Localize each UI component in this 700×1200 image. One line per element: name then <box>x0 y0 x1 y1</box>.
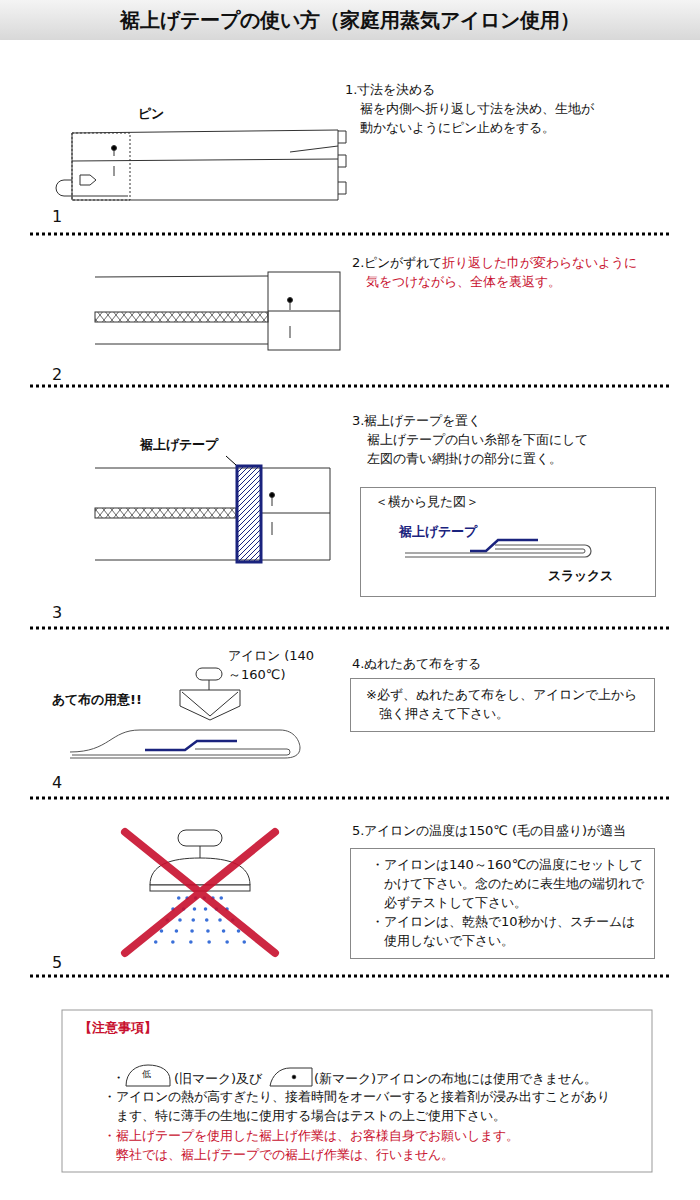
note-text: ※必ず、ぬれたあて布をし、アイロンで上から強く押さえて下さい。 <box>379 685 644 723</box>
step-heading: 1.寸法を決める <box>345 80 435 99</box>
slacks-step3 <box>95 456 330 562</box>
bullet: ・ <box>112 1068 125 1087</box>
caution-heading: 【注意事項】 <box>79 1018 157 1037</box>
caution-text-warning: 弊社では、裾上げテープでの裾上げ作業は、行いません。 <box>116 1145 454 1164</box>
step-text: 裾を内側へ折り返し寸法を決め、生地が動かないようにピン止めをする。 <box>360 99 602 137</box>
caution-text-warning: ・裾上げテープを使用した裾上げ作業は、お客様自身でお願いします。 <box>103 1126 519 1145</box>
caution-text: (旧マーク)及び <box>174 1069 262 1088</box>
caution-box: 【注意事項】・低(旧マーク)及び(新マーク)アイロンの布地には使用できません。・… <box>62 1010 652 1172</box>
step-heading: 5.アイロンの温度は150℃ (毛の目盛り)が適当 <box>352 821 626 840</box>
callout-label: 裾上げテープ <box>140 435 218 454</box>
callout-number: 3 <box>52 603 62 622</box>
caution-text: (新マーク)アイロンの布地には使用できません。 <box>314 1069 597 1088</box>
step-heading: 3.裾上げテープを置く <box>352 411 481 430</box>
step-heading: 4.ぬれたあて布をする <box>352 654 481 673</box>
slacks-step1 <box>56 130 346 200</box>
callout-label: あて布の用意!! <box>52 690 142 709</box>
callout-number: 4 <box>52 773 62 792</box>
step-text: 2.ピンがずれて <box>352 255 442 270</box>
mark-text: 低 <box>142 1068 151 1080</box>
note-box: ・アイロンは140～160℃の温度にセットしてかけて下さい。念のために表生地の端… <box>350 848 655 959</box>
callout-number: 2 <box>52 365 62 384</box>
callout-label: ピン <box>138 104 164 123</box>
note-box: ※必ず、ぬれたあて布をし、アイロンで上から強く押さえて下さい。 <box>350 678 655 732</box>
slacks-label: スラックス <box>548 566 613 585</box>
notes-frame <box>62 1010 652 1172</box>
caution-text: ・アイロンの熱が高すぎたり、接着時間をオーバーすると接着剤が浸み出すことがありま… <box>103 1087 616 1125</box>
iron-label: アイロン (140～160℃) <box>228 646 318 684</box>
separators <box>30 234 670 976</box>
hem-tape <box>237 466 261 562</box>
side-view-box: ＜横から見た図＞ 裾上げテープスラックス <box>360 487 656 597</box>
tape-label: 裾上げテープ <box>399 522 477 541</box>
page-title: 裾上げテープの使い方（家庭用蒸気アイロン使用） <box>0 8 700 32</box>
slacks-step2 <box>95 272 340 350</box>
callout-number: 1 <box>52 207 62 226</box>
title-band <box>0 0 700 40</box>
no-steam <box>125 830 275 953</box>
note-text: ・アイロンは、乾熱で10秒かけ、スチームは使用しないで下さい。 <box>371 912 644 950</box>
step-text: 裾上げテープの白い糸部を下面にして左図の青い網掛けの部分に置く。 <box>367 430 599 468</box>
view-title: ＜横から見た図＞ <box>375 492 479 511</box>
note-text: ・アイロンは140～160℃の温度にセットしてかけて下さい。念のために表生地の端… <box>371 855 644 912</box>
step-heading: 2.ピンがずれて折り返した巾が変わらないように気をつけながら、全体を裏返す。 <box>352 253 648 291</box>
callout-number: 5 <box>52 953 62 972</box>
side-view <box>405 540 591 557</box>
